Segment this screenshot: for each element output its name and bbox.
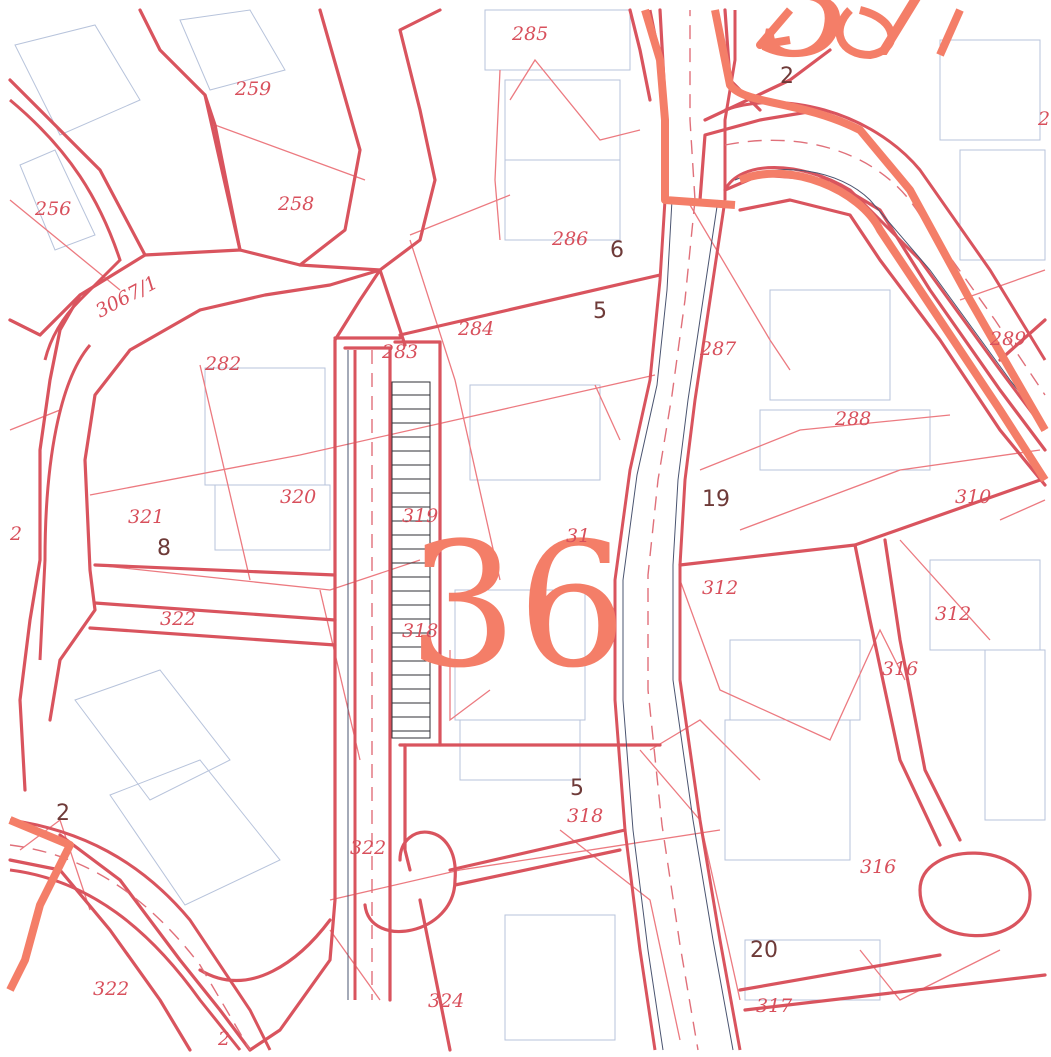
parcel-label: 316 <box>860 856 896 878</box>
parcel-label: 322 <box>350 837 386 859</box>
district-number-label: 36 <box>408 505 627 706</box>
parcel-label: 317 <box>756 995 793 1017</box>
parking-strip <box>391 381 431 739</box>
parcel-label: 31 <box>566 525 590 547</box>
parcel-label: 312 <box>935 603 971 625</box>
block-labels: 2 6 5 8 19 2 5 20 <box>56 64 794 963</box>
parcel-label: 318 <box>402 620 438 642</box>
building-footprints <box>14 9 1046 1041</box>
block-label: 5 <box>593 299 607 324</box>
parcel-label: 321 <box>128 506 164 528</box>
block-label: 8 <box>157 536 171 561</box>
parcel-label: 2 <box>9 523 22 545</box>
parcel-label: 285 <box>511 23 548 45</box>
parcel-label: 310 <box>955 486 991 508</box>
parcel-label: 319 <box>402 505 438 527</box>
parcel-label: 320 <box>280 486 316 508</box>
block-label: 2 <box>780 64 794 89</box>
parcel-label: 287 <box>699 338 737 360</box>
subdivision-lines <box>9 58 1046 1041</box>
block-label: 20 <box>750 938 778 963</box>
parcel-label: 258 <box>277 193 314 215</box>
parcel-boundaries <box>8 8 1047 1052</box>
parcel-label: 256 <box>34 198 71 220</box>
parcel-label: 312 <box>702 577 738 599</box>
parcel-label: 288 <box>834 408 871 430</box>
parcel-label: 322 <box>160 608 196 630</box>
parcel-label: 318 <box>567 805 603 827</box>
block-label: 2 <box>56 801 70 826</box>
parcel-label: 289 <box>989 328 1026 350</box>
parcel-label: 286 <box>551 228 588 250</box>
roads <box>9 9 1047 1051</box>
parcel-label: 324 <box>428 990 464 1012</box>
district-boundary <box>6 6 1049 992</box>
block-label: 19 <box>702 487 730 512</box>
parcel-label: 283 <box>381 341 418 363</box>
parcel-label: 282 <box>204 353 241 375</box>
parcel-label: 2 <box>217 1028 230 1050</box>
block-label: 5 <box>570 776 584 801</box>
parcel-label: 284 <box>457 318 494 340</box>
parcel-label: 322 <box>93 978 129 1000</box>
parcel-label: 316 <box>882 658 918 680</box>
parcel-label: 259 <box>234 78 271 100</box>
block-label: 6 <box>610 238 624 263</box>
parcel-label: 2 <box>1037 108 1050 130</box>
district-number-partial-label: 37 <box>760 0 951 91</box>
